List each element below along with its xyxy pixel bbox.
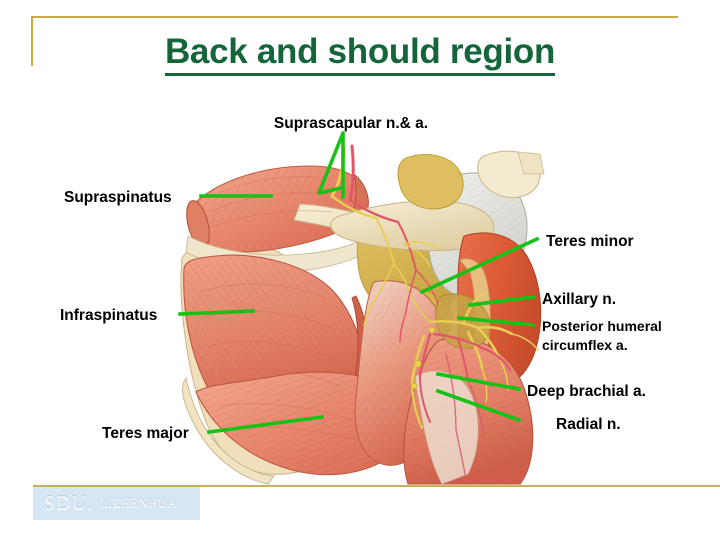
label-supraspinatus: Supraspinatus (64, 188, 172, 207)
page-title-text: Back and should region (164, 32, 555, 76)
accent-rule-left (31, 16, 33, 66)
label-text: Supraspinatus (64, 189, 172, 206)
label-posterior-humeral-circumflex-line1: Posterior humeral (542, 318, 662, 336)
label-teres-major: Teres major (102, 424, 189, 443)
label-deep-brachial-artery: Deep brachial a. (527, 382, 646, 401)
label-suprascapular-nerve-artery: Suprascapular n.& a. (274, 114, 428, 133)
anatomy-illustration (168, 140, 568, 488)
watermark-text: SDU. LIZHENHUA (33, 487, 200, 520)
label-axillary-nerve: Axillary n. (542, 290, 616, 309)
label-text: Infraspinatus (60, 307, 158, 324)
watermark-box: SDU. LIZHENHUA (33, 487, 200, 520)
label-text: Teres minor (546, 233, 634, 250)
label-text: Deep brachial a. (527, 383, 646, 400)
label-text: Suprascapular n.& a. (273, 115, 429, 132)
label-text: Radial n. (556, 416, 621, 433)
page-title: Back and should region (0, 32, 720, 76)
label-text: circumflex a. (542, 337, 628, 353)
label-text: Posterior humeral (542, 318, 662, 334)
label-text: Teres major (102, 425, 189, 442)
accent-rule-top (31, 16, 678, 18)
label-radial-nerve: Radial n. (556, 415, 621, 434)
accent-rule-bottom (33, 485, 720, 487)
label-posterior-humeral-circumflex-line2: circumflex a. (542, 337, 628, 355)
label-infraspinatus: Infraspinatus (60, 306, 157, 325)
label-teres-minor: Teres minor (546, 232, 634, 251)
watermark-institution: SDU. (44, 492, 94, 514)
watermark-author: LIZHENHUA (100, 496, 177, 510)
label-text: Axillary n. (542, 291, 617, 308)
